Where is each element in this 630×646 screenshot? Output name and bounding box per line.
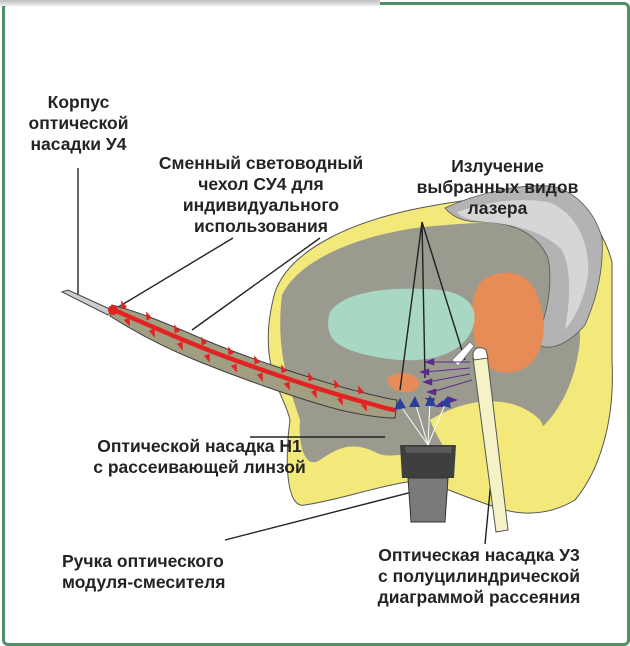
label-optical-body: Корпус оптической насадки У4 [10,92,147,155]
label-line: оптической [10,113,147,134]
u3-tip [473,348,488,360]
bladder [328,289,475,361]
label-mixer-handle: Ручка оптического модуля-смесителя [62,551,287,593]
label-line: Сменный световодный [123,153,399,174]
label-light-guide-sheath: Сменный световодный чехол СУ4 для индиви… [123,153,399,237]
label-laser-radiation: Излучение выбранных видов лазера [385,156,610,219]
label-line: использования [123,216,399,237]
label-line: Излучение [385,156,610,177]
label-line: насадки У4 [10,134,147,155]
label-line: с полуцилиндрической [336,566,622,587]
label-line: Оптическая насадка У3 [336,545,622,566]
label-nozzle-h1: Оптической насадка Н1 с рассеивающей лин… [48,436,351,478]
leader-sheath-1 [110,238,233,312]
label-line: чехол СУ4 для [123,174,399,195]
label-line: с рассеивающей линзой [48,457,351,478]
label-line: Корпус [10,92,147,113]
label-line: Ручка оптического [62,551,287,572]
handle-body [408,478,448,522]
label-line: модуля-смесителя [62,572,287,593]
fiber-tip [108,305,118,315]
mixer-module-handle [400,445,456,522]
label-line: выбранных видов [385,177,610,198]
label-nozzle-u3: Оптическая насадка У3 с полуцилиндрическ… [336,545,622,608]
optical-body-tail [62,290,112,315]
label-line: лазера [385,198,610,219]
handle-cap-highlight [405,447,452,453]
label-line: Оптической насадка Н1 [48,436,351,457]
label-line: индивидуального [123,195,399,216]
label-line: диаграммой рассеяния [336,587,622,608]
